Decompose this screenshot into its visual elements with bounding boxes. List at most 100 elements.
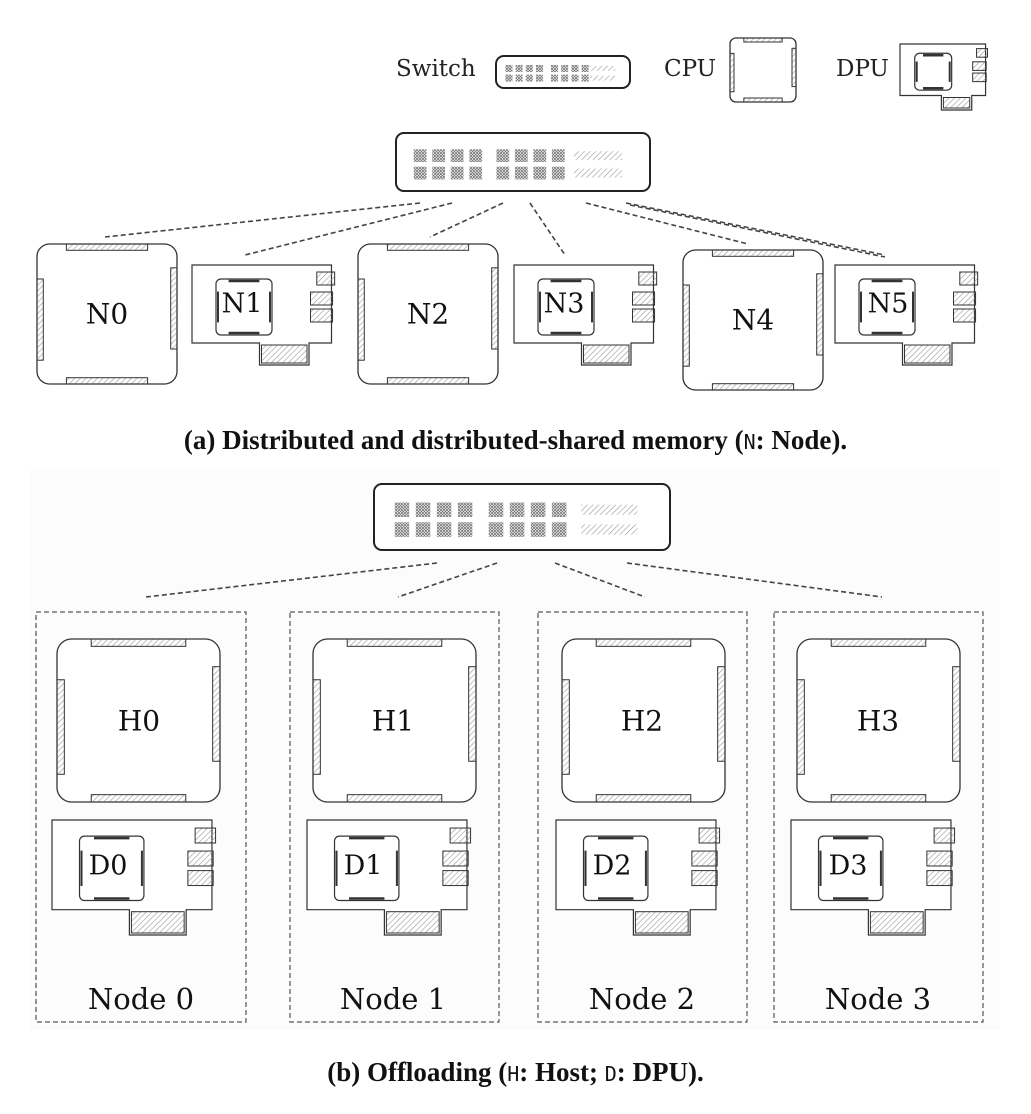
caption-b: (b) Offloading (H: Host; D: DPU). <box>0 1057 1031 1088</box>
switch-port <box>515 64 523 72</box>
cpu-pin-left <box>56 679 65 775</box>
caption-a: (a) Distributed and distributed-shared m… <box>0 425 1031 456</box>
legend-dpu-icon <box>899 43 988 111</box>
node-n5-label: N5 <box>867 288 909 320</box>
switch-led <box>581 524 638 535</box>
switch-port <box>505 64 513 72</box>
dpu-port <box>926 870 953 887</box>
switch-port <box>457 522 473 537</box>
cpu-pin-bottom <box>90 794 187 803</box>
node-3-label: Node 3 <box>824 982 932 1016</box>
switch-led <box>573 168 623 178</box>
dpu-1-icon <box>306 819 472 936</box>
dpu-chip <box>914 52 953 91</box>
switch-port <box>551 522 567 537</box>
dpu-d3-label: D3 <box>828 850 868 882</box>
link-n0 <box>104 202 421 238</box>
cpu-pin-top <box>595 638 692 647</box>
cpu-pin-left <box>561 679 570 775</box>
dpu-d0-label: D0 <box>88 850 128 882</box>
dpu-port <box>638 271 658 286</box>
switch-port <box>415 522 431 537</box>
cpu-pin-right <box>952 666 961 762</box>
dpu-chip <box>858 278 916 336</box>
cpu-pin-bottom <box>595 794 692 803</box>
switch-port <box>514 149 528 162</box>
switch-port <box>536 64 544 72</box>
switch-port <box>394 522 410 537</box>
cpu-body <box>729 37 797 103</box>
switch-led <box>589 75 616 81</box>
panel-a-node-4 <box>682 249 824 391</box>
switch-port <box>533 166 547 180</box>
host-0-icon <box>56 638 221 803</box>
cpu-pin-right <box>491 267 499 350</box>
node-3-boundary <box>773 611 984 1023</box>
link-node2 <box>554 562 646 598</box>
node-0-label: Node 0 <box>87 982 195 1016</box>
dpu-port <box>632 308 656 323</box>
switch-led <box>581 504 638 515</box>
switch-port <box>432 166 446 180</box>
panel-b-switch <box>373 483 671 551</box>
network-links <box>104 202 886 598</box>
dpu-port <box>194 827 217 844</box>
dpu-chip <box>215 278 273 336</box>
dpu-connector <box>130 911 185 934</box>
dpu-0-icon <box>51 819 217 936</box>
switch-port <box>561 64 569 72</box>
switch-port <box>581 64 589 72</box>
caption-b-abbr-host: H <box>507 1062 520 1086</box>
cpu-pin-bottom <box>346 794 443 803</box>
dpu-port <box>187 870 214 887</box>
switch-port <box>469 149 483 162</box>
host-h1-label: H1 <box>371 704 415 738</box>
switch-port <box>551 502 567 517</box>
node-n1-label: N1 <box>221 288 263 320</box>
node-n4-label: N4 <box>731 303 775 337</box>
dpu-port <box>972 72 987 83</box>
dpu-port <box>691 850 718 867</box>
switch-port <box>551 166 565 180</box>
link-node0 <box>145 562 438 598</box>
cpu-pin-top <box>386 243 470 251</box>
dpu-3-icon <box>790 819 956 936</box>
dpu-port <box>953 308 977 323</box>
dpu-port <box>632 291 656 306</box>
cpu-pin-top <box>90 638 187 647</box>
dpu-d2-label: D2 <box>592 850 632 882</box>
link-n1 <box>244 202 453 256</box>
dpu-connector <box>904 344 951 364</box>
host-1-icon <box>312 638 477 803</box>
node-1-label: Node 1 <box>339 982 447 1016</box>
switch-port <box>436 522 452 537</box>
cpu-pin-top <box>830 638 927 647</box>
switch-port <box>509 502 525 517</box>
dpu-connector <box>942 96 971 109</box>
switch-port <box>530 502 546 517</box>
dpu-connector <box>385 911 440 934</box>
switch-port <box>394 502 410 517</box>
components <box>35 37 988 1023</box>
dpu-port <box>933 827 956 844</box>
switch-port <box>550 64 559 72</box>
node-n3-label: N3 <box>543 288 585 320</box>
dpu-port <box>972 61 987 71</box>
dpu-chip <box>333 835 400 902</box>
switch-port <box>514 166 528 180</box>
switch-port <box>509 522 525 537</box>
dpu-port <box>442 850 469 867</box>
cpu-pin-left <box>36 278 44 361</box>
switch-port <box>469 166 483 180</box>
panel-a-node-5 <box>834 264 979 366</box>
dpu-port <box>976 48 988 58</box>
cpu-pin-left <box>357 278 365 361</box>
switch-port <box>571 74 579 82</box>
host-h2-label: H2 <box>620 704 664 738</box>
host-h0-label: H0 <box>117 704 161 738</box>
link-n5 <box>625 202 886 256</box>
switch-port <box>496 166 510 180</box>
cpu-pin-top <box>743 37 783 43</box>
switch-port <box>581 74 589 82</box>
